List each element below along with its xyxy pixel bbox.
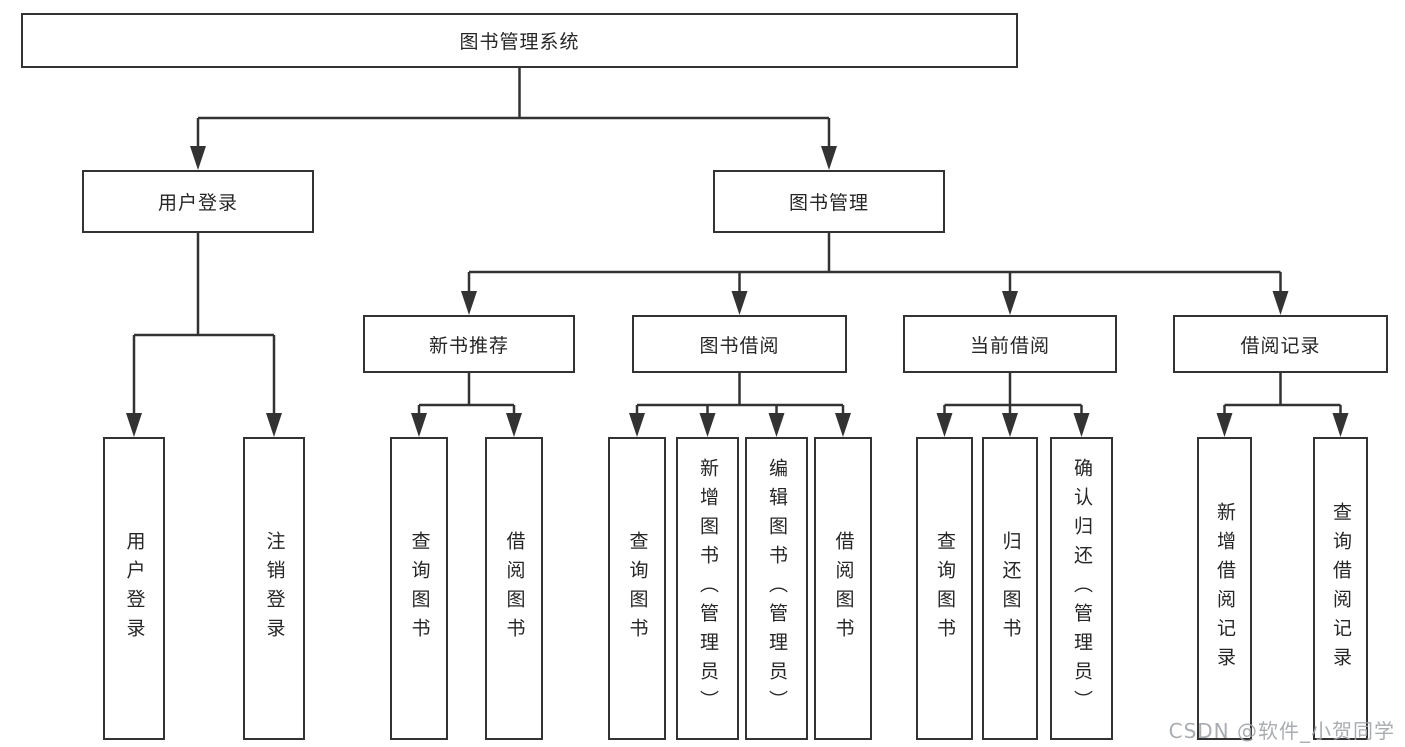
node-label: 借阅图书 bbox=[503, 530, 526, 647]
arrow-icon bbox=[1002, 413, 1018, 437]
leaf-borrowing-add-book-admin: 新增图书（管理员） bbox=[676, 437, 739, 740]
node-borrowing-records: 借阅记录 bbox=[1173, 315, 1388, 373]
node-book-management: 图书管理 bbox=[713, 170, 945, 233]
node-label: 新增借阅记录 bbox=[1214, 501, 1236, 676]
leaf-current-confirm-return-admin: 确认归还（管理员） bbox=[1050, 437, 1113, 740]
arrow-icon bbox=[936, 413, 953, 437]
node-label: 确认归还（管理员） bbox=[1071, 458, 1093, 719]
arrow-icon bbox=[1002, 291, 1018, 315]
connector-current-borrowing-to-leaves bbox=[943, 373, 1083, 415]
arrow-icon bbox=[768, 413, 785, 437]
node-label: 用户登录 bbox=[157, 192, 238, 214]
node-label: 借阅图书 bbox=[832, 530, 855, 647]
node-label: 查询图书 bbox=[408, 530, 431, 647]
arrow-icon bbox=[506, 413, 522, 437]
arrow-icon bbox=[461, 291, 477, 315]
arrow-icon bbox=[629, 413, 645, 437]
arrow-icon bbox=[411, 413, 427, 437]
arrow-icon bbox=[1216, 413, 1233, 437]
node-root: 图书管理系统 bbox=[21, 13, 1018, 68]
node-label: 查询图书 bbox=[626, 530, 649, 647]
node-label: 查询图书 bbox=[934, 530, 956, 647]
connector-user-login-to-leaves bbox=[132, 233, 276, 415]
arrow-icon bbox=[699, 413, 716, 437]
arrow-icon bbox=[731, 291, 748, 315]
arrow-icon bbox=[1073, 413, 1090, 437]
node-label: 编辑图书（管理员） bbox=[766, 458, 788, 719]
connector-root-to-level2 bbox=[196, 68, 831, 150]
arrow-icon bbox=[1272, 291, 1289, 315]
arrow-icon bbox=[126, 413, 142, 437]
node-label: 新增图书（管理员） bbox=[697, 458, 719, 719]
node-label: 用户登录 bbox=[123, 530, 146, 647]
leaf-user-login: 用户登录 bbox=[103, 437, 165, 740]
leaf-recommend-query-books: 查询图书 bbox=[390, 437, 448, 740]
leaf-borrowing-edit-book-admin: 编辑图书（管理员） bbox=[745, 437, 808, 740]
arrow-icon bbox=[1332, 413, 1349, 437]
leaf-records-add-record: 新增借阅记录 bbox=[1197, 437, 1252, 740]
arrow-icon bbox=[835, 413, 851, 437]
node-label: 图书管理系统 bbox=[459, 31, 580, 53]
arrow-icon bbox=[266, 413, 282, 437]
node-user-login: 用户登录 bbox=[82, 170, 314, 233]
node-current-borrowing: 当前借阅 bbox=[903, 315, 1117, 373]
node-book-borrowing: 图书借阅 bbox=[632, 315, 847, 373]
leaf-records-query-record: 查询借阅记录 bbox=[1313, 437, 1368, 740]
leaf-borrowing-query-books: 查询图书 bbox=[608, 437, 666, 740]
arrow-icon bbox=[190, 146, 206, 170]
arrow-icon bbox=[821, 146, 837, 170]
leaf-current-return-books: 归还图书 bbox=[982, 437, 1038, 740]
node-label: 查询借阅记录 bbox=[1330, 501, 1352, 676]
leaf-logout: 注销登录 bbox=[243, 437, 305, 740]
node-label: 图书管理 bbox=[788, 192, 869, 214]
connector-book-management-to-level3 bbox=[467, 233, 1282, 293]
connector-book-borrowing-to-leaves bbox=[635, 373, 845, 415]
connector-borrowing-records-to-leaves bbox=[1223, 373, 1342, 415]
connector-new-book-to-leaves bbox=[417, 373, 516, 415]
node-label: 借阅记录 bbox=[1240, 334, 1321, 357]
node-label: 图书借阅 bbox=[699, 334, 780, 357]
leaf-recommend-borrow-books: 借阅图书 bbox=[485, 437, 543, 740]
leaf-current-query-books: 查询图书 bbox=[916, 437, 973, 740]
node-label: 归还图书 bbox=[999, 530, 1022, 647]
node-new-book-recommend: 新书推荐 bbox=[363, 315, 575, 373]
leaf-borrowing-borrow-books: 借阅图书 bbox=[814, 437, 872, 740]
node-label: 注销登录 bbox=[263, 530, 286, 647]
node-label: 新书推荐 bbox=[428, 334, 509, 357]
node-label: 当前借阅 bbox=[969, 334, 1050, 357]
